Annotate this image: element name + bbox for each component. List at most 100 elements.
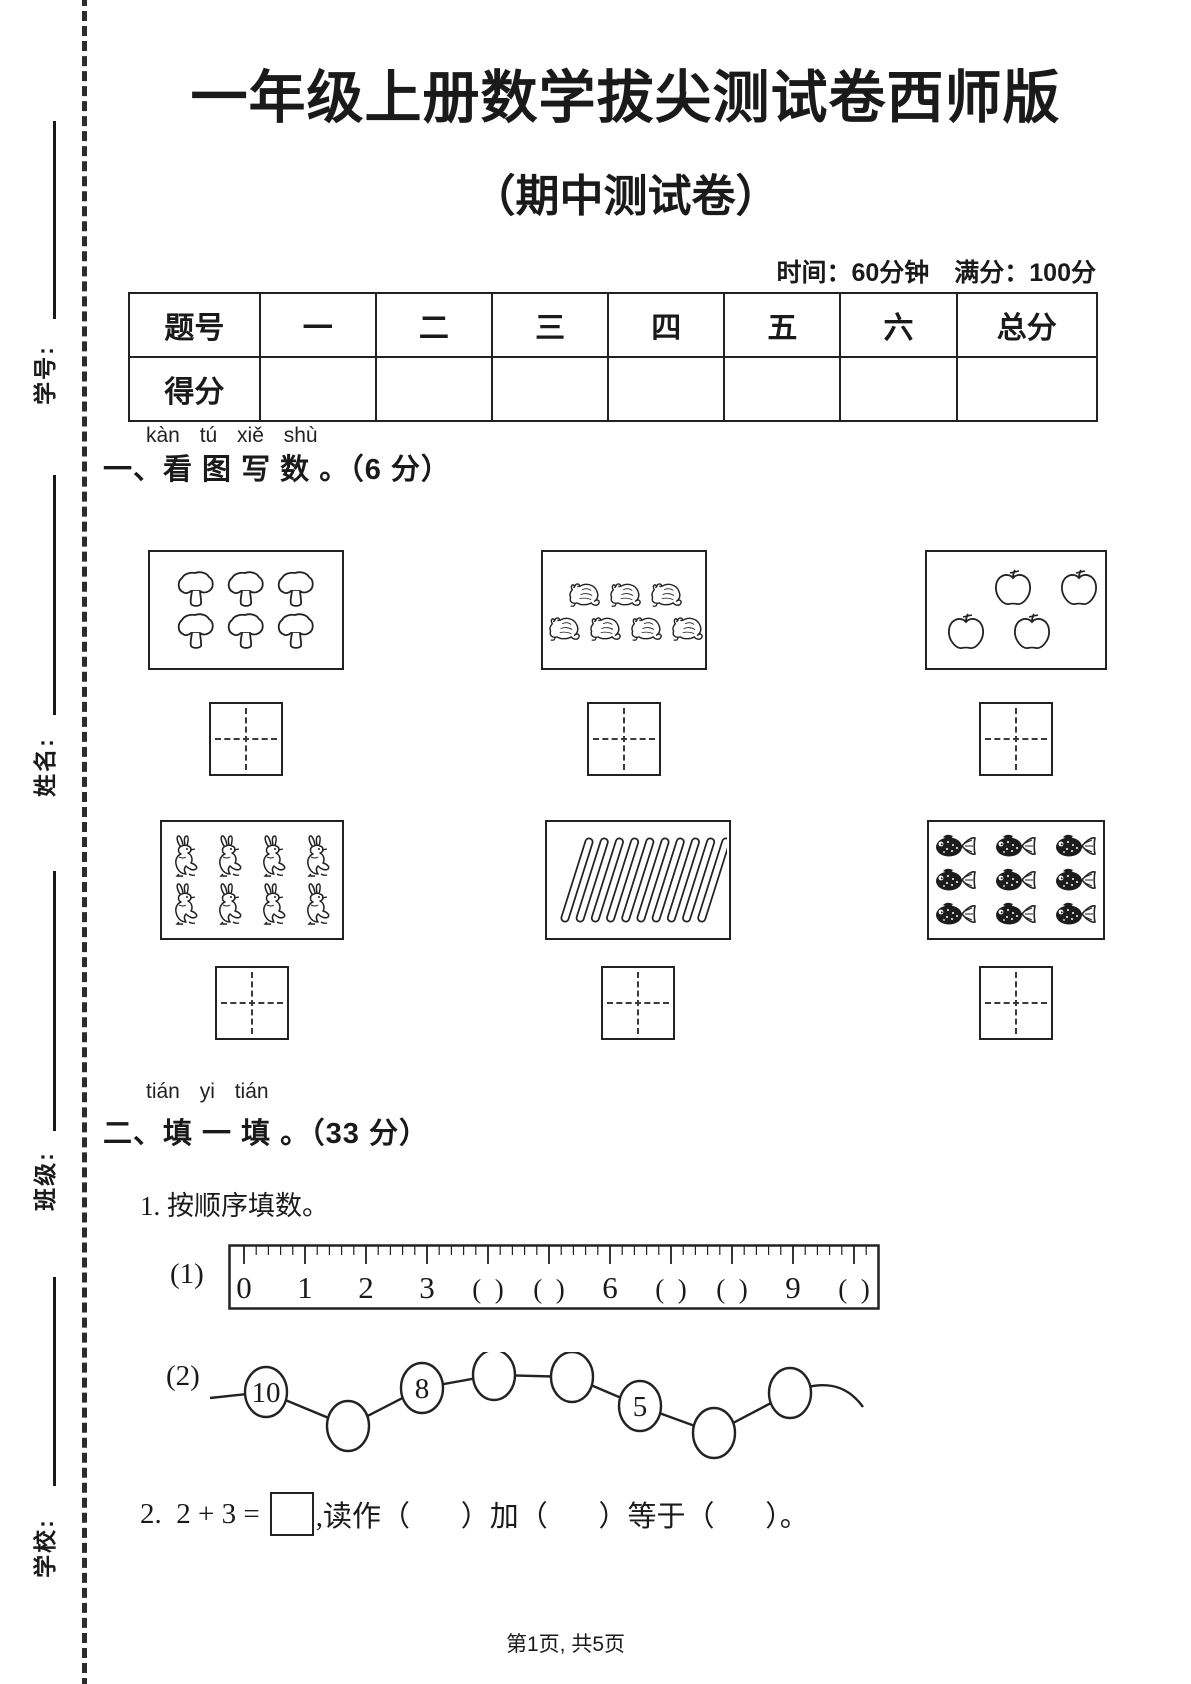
picture-box [927, 820, 1105, 940]
fish-icon [1054, 900, 1098, 928]
margin-field-label: 姓名: [32, 737, 58, 797]
frog-icon [667, 613, 705, 641]
score-table-header-cell: 四 [607, 292, 726, 358]
margin-blank-line [53, 871, 56, 1131]
margin-field-label: 班级: [32, 1151, 58, 1211]
mushroom-icon [176, 571, 216, 607]
rabbit-icon [169, 883, 203, 925]
answer-grid-box [979, 966, 1053, 1040]
mushroom-icon [276, 571, 316, 607]
mushroom-icon [226, 613, 266, 649]
rabbit-icon [257, 883, 291, 925]
score-empty-cell [955, 356, 1099, 422]
svg-text:5: 5 [633, 1391, 648, 1423]
svg-text:0: 0 [236, 1270, 252, 1305]
fish-icon [994, 866, 1038, 894]
apple-icon [945, 613, 987, 651]
time-score-meta: 时间：60分钟 满分：100分 [776, 259, 1096, 287]
fish-icon [1054, 866, 1098, 894]
question2-text-after: ,读作（ ）加（ ）等于（ ）。 [315, 1501, 809, 1533]
frog-icon [544, 613, 582, 641]
frog-icon [585, 613, 623, 641]
svg-text:10: 10 [252, 1377, 281, 1409]
answer-grid-box [215, 966, 289, 1040]
section1-title: 一、看 图 写 数 。（6 分） [103, 454, 451, 486]
score-empty-cell [839, 356, 958, 422]
fish-icon [934, 900, 978, 928]
rabbit-icon [169, 835, 203, 877]
margin-field-label: 学校: [32, 1518, 58, 1578]
score-table-header-cell: 总分 [955, 292, 1099, 358]
rabbit-icon [213, 835, 247, 877]
picture-box [148, 550, 344, 670]
binding-dashed-line [82, 0, 87, 1684]
answer-grid-box [209, 702, 283, 776]
apple-icon [1058, 569, 1100, 607]
mushroom-icon [276, 613, 316, 649]
frog-icon [564, 579, 602, 607]
score-table-header-cell: 三 [490, 292, 610, 358]
question1-label: 1. 按顺序填数。 [140, 1191, 329, 1221]
score-table-header-cell: 二 [374, 292, 493, 358]
svg-text:( ): ( ) [716, 1274, 747, 1304]
page-number: 第1页, 共5页 [505, 1633, 626, 1656]
svg-text:8: 8 [415, 1373, 430, 1405]
mushroom-icon [176, 613, 216, 649]
number-chain: 10 8 5 [205, 1348, 865, 1487]
svg-text:3: 3 [419, 1270, 435, 1305]
section1-pinyin: kàn tú xiě shù [146, 424, 318, 447]
svg-text:2: 2 [358, 1270, 374, 1305]
margin-blank-line [53, 475, 56, 715]
fish-icon [994, 832, 1038, 860]
stick-icon [560, 837, 727, 923]
fish-icon [934, 832, 978, 860]
question2-text-before: 2. 2 + 3 = [140, 1497, 260, 1530]
frog-icon [626, 613, 664, 641]
score-table: 题号一二三四五六总分得分 [128, 292, 1099, 422]
section2-title: 二、填 一 填 。（33 分） [103, 1118, 429, 1150]
margin-blank-line [53, 1277, 56, 1486]
answer-grid-box [979, 702, 1053, 776]
section2-pinyin: tián yi tián [146, 1080, 269, 1103]
score-empty-cell [258, 356, 377, 422]
frog-icon [646, 579, 684, 607]
svg-text:1: 1 [297, 1270, 313, 1305]
picture-box [925, 550, 1107, 670]
fish-icon [934, 866, 978, 894]
svg-text:6: 6 [602, 1270, 618, 1305]
score-empty-cell [490, 356, 610, 422]
svg-text:( ): ( ) [472, 1274, 503, 1304]
apple-icon [1011, 613, 1053, 651]
svg-text:9: 9 [785, 1270, 801, 1305]
score-empty-cell [374, 356, 493, 422]
score-table-grid: 题号一二三四五六总分得分 [128, 292, 1099, 422]
part2-label: (2) [166, 1360, 200, 1392]
score-table-header-cell: 题号 [128, 292, 261, 358]
picture-box [160, 820, 344, 940]
answer-grid-box [587, 702, 661, 776]
svg-text:( ): ( ) [533, 1274, 564, 1304]
margin-field-label: 学号: [32, 345, 58, 405]
score-table-header-cell: 六 [839, 292, 958, 358]
rabbit-icon [301, 835, 335, 877]
score-table-header-cell: 五 [723, 292, 842, 358]
rabbit-icon [257, 835, 291, 877]
question2-answer-box [269, 1492, 314, 1536]
rabbit-icon [213, 883, 247, 925]
score-table-header-cell: 一 [258, 292, 377, 358]
apple-icon [992, 569, 1034, 607]
frog-icon [605, 579, 643, 607]
margin-blank-line [53, 121, 56, 319]
paper-title: 一年级上册数学拔尖测试卷西师版 [190, 66, 1061, 130]
score-empty-cell [607, 356, 726, 422]
fish-icon [994, 900, 1038, 928]
picture-box [545, 820, 731, 940]
score-empty-cell [723, 356, 842, 422]
svg-text:( ): ( ) [838, 1274, 869, 1304]
score-row-label-cell: 得分 [128, 356, 261, 422]
part1-label: (1) [170, 1258, 204, 1290]
rabbit-icon [301, 883, 335, 925]
paper-subtitle: （期中测试卷） [471, 172, 780, 221]
